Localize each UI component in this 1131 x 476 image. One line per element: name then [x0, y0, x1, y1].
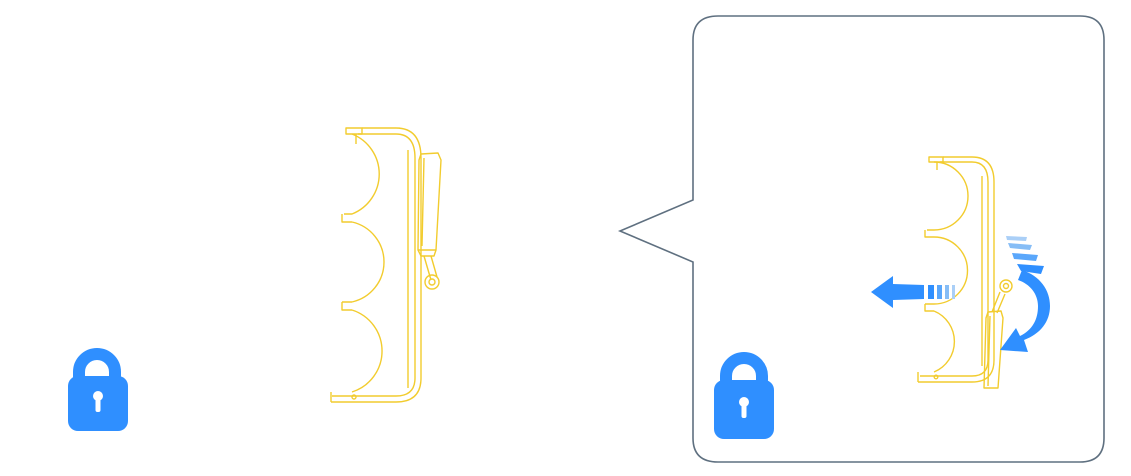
arrow-left-icon: [871, 276, 955, 308]
clip-bracket-before: [330, 127, 442, 403]
locked-padlock-icon: [714, 352, 774, 439]
rotate-clockwise-arrow-icon: [1000, 236, 1050, 352]
callout-box: [617, 15, 1105, 463]
clip-bracket-after: [917, 156, 1013, 389]
unlocked-padlock-icon: [68, 348, 128, 431]
